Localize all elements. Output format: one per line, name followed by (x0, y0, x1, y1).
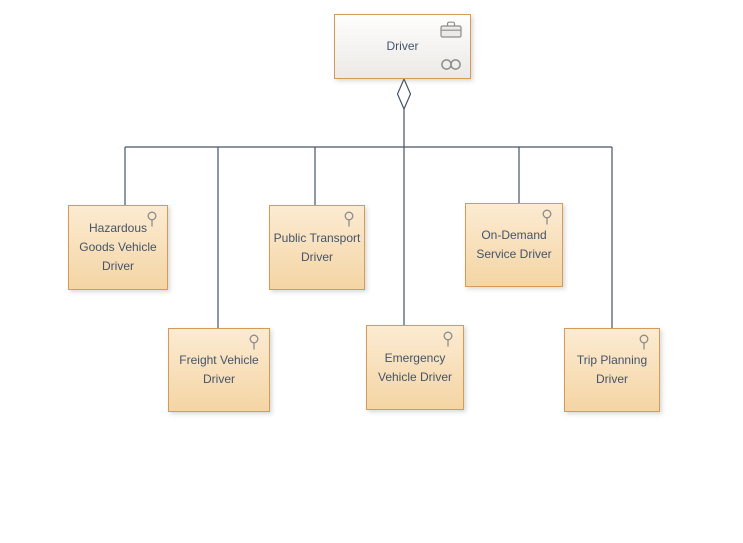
actor-lollipop-icon (146, 211, 158, 229)
node-emergency-vehicle-driver[interactable]: Emergency Vehicle Driver (366, 325, 464, 410)
link-icon (438, 58, 464, 71)
actor-lollipop-icon (541, 209, 553, 227)
node-label: Emergency Vehicle Driver (377, 350, 453, 384)
node-label: Public Transport Driver (273, 230, 361, 264)
actor-lollipop-icon (638, 334, 650, 352)
node-trip-planning-driver[interactable]: Trip Planning Driver (564, 328, 660, 412)
aggregation-diamond (396, 77, 412, 111)
node-driver[interactable]: Driver (334, 14, 471, 79)
node-hazardous-goods-vehicle-driver[interactable]: Hazardous Goods Vehicle Driver (68, 205, 168, 290)
actor-lollipop-icon (343, 211, 355, 229)
node-label: Driver (386, 39, 419, 53)
node-public-transport-driver[interactable]: Public Transport Driver (269, 205, 365, 290)
briefcase-icon (439, 20, 463, 38)
node-label: On-Demand Service Driver (476, 228, 552, 261)
node-label: Trip Planning Driver (576, 353, 648, 386)
actor-lollipop-icon (442, 331, 454, 349)
node-on-demand-service-driver[interactable]: On-Demand Service Driver (465, 203, 563, 287)
node-label: Hazardous Goods Vehicle Driver (79, 221, 157, 273)
node-label: Freight Vehicle Driver (179, 353, 259, 386)
node-freight-vehicle-driver[interactable]: Freight Vehicle Driver (168, 328, 270, 412)
actor-lollipop-icon (248, 334, 260, 352)
